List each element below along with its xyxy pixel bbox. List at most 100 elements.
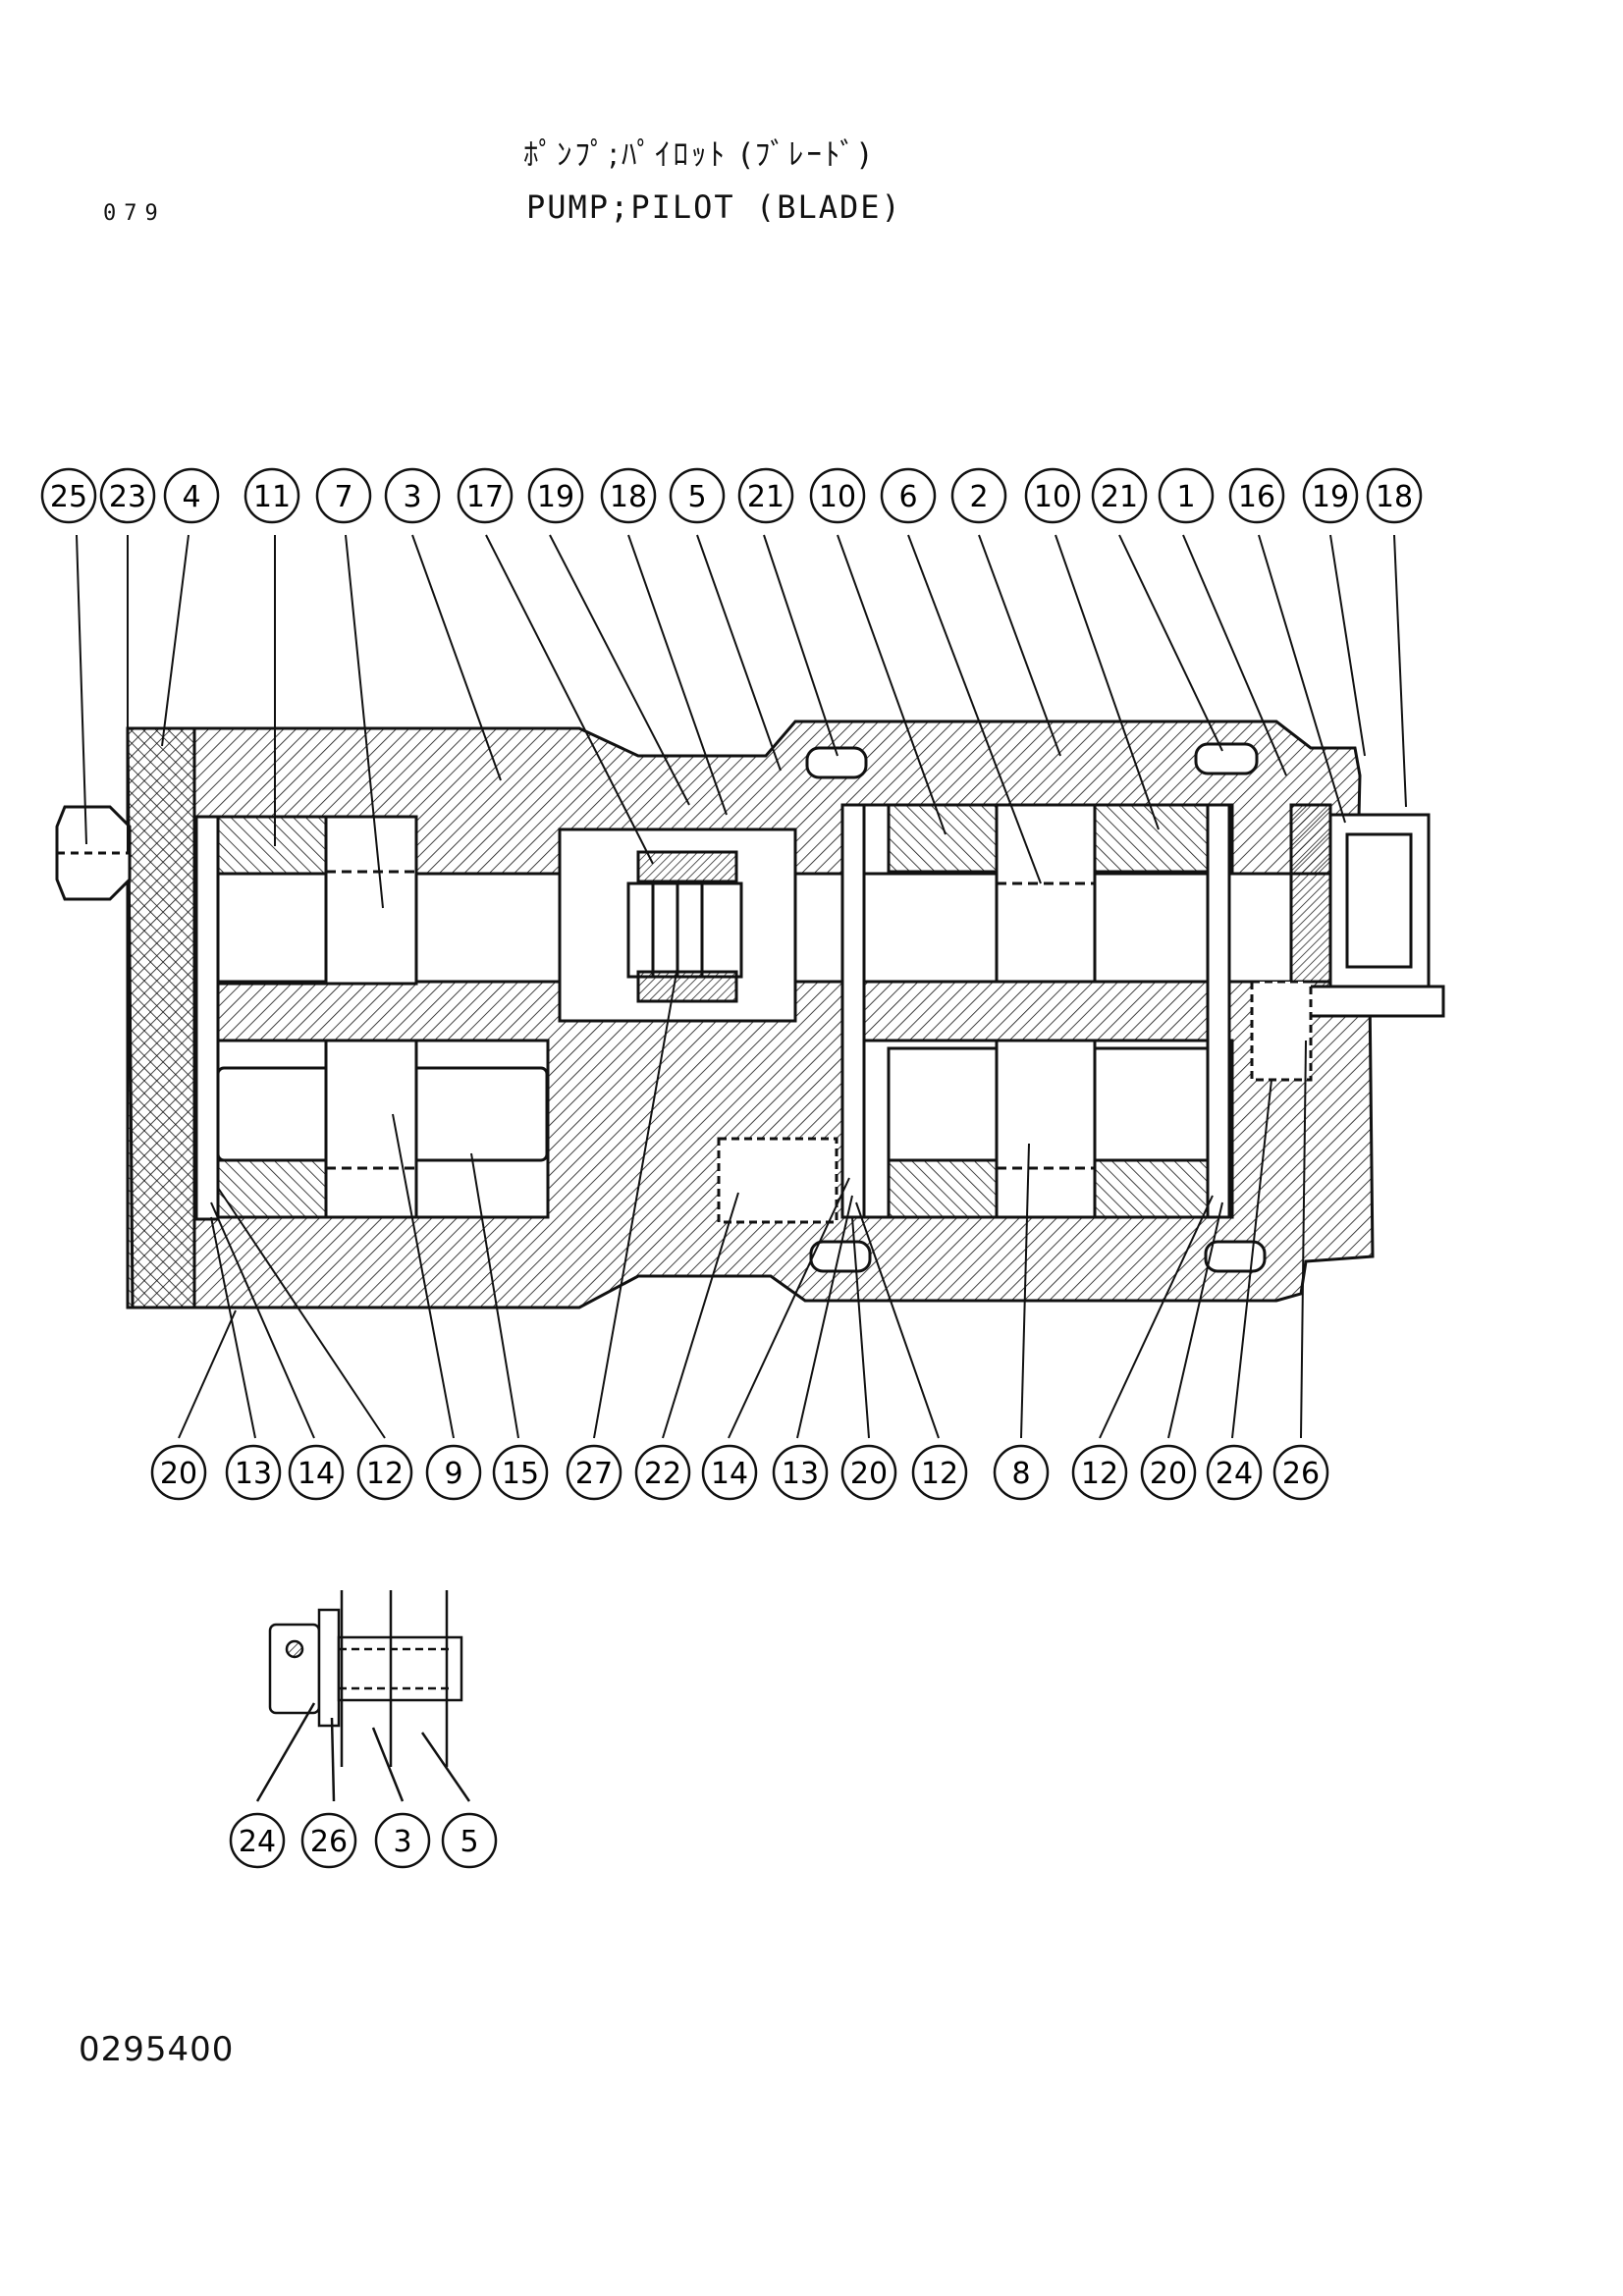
callout-10: 10 <box>1024 467 1081 524</box>
leader-lines-bottom <box>178 966 1307 1439</box>
title-english: PUMP;PILOT (BLADE) <box>526 188 902 226</box>
callout-label: 3 <box>393 1825 411 1859</box>
callout-label: 21 <box>1101 480 1138 514</box>
callout-label: 23 <box>109 480 146 514</box>
bushing-front-top <box>216 815 328 876</box>
callout-20: 20 <box>150 1444 207 1501</box>
callout-label: 19 <box>537 480 574 514</box>
callout-14: 14 <box>701 1444 758 1501</box>
callout-21: 21 <box>1091 467 1148 524</box>
drawing-number: 0295400 <box>79 2030 235 2069</box>
callout-label: 8 <box>1011 1457 1030 1491</box>
callout-20: 20 <box>840 1444 897 1501</box>
callout-24: 24 <box>1206 1444 1263 1501</box>
callout-21: 21 <box>737 467 794 524</box>
detail-washer <box>317 1608 341 1728</box>
callout-16: 16 <box>1228 467 1285 524</box>
callout-3: 3 <box>384 467 441 524</box>
callout-label: 20 <box>160 1457 197 1491</box>
callout-23: 23 <box>99 467 156 524</box>
side-plate-mid <box>840 803 866 1219</box>
callout-label: 24 <box>1216 1457 1253 1491</box>
dowel-pin-top-right <box>1194 742 1259 775</box>
hex-nut <box>55 805 132 901</box>
bushing-rear-bottom-2 <box>1093 1158 1210 1219</box>
callout-label: 15 <box>502 1457 539 1491</box>
gear-6 <box>995 803 1097 984</box>
callout-12: 12 <box>1071 1444 1128 1501</box>
callout-26: 26 <box>1272 1444 1329 1501</box>
callout-label: 26 <box>1282 1457 1320 1491</box>
callout-label: 9 <box>444 1457 462 1491</box>
callout-label: 5 <box>460 1825 478 1859</box>
callout-label: 27 <box>575 1457 613 1491</box>
detail-view <box>255 1590 471 1802</box>
callout-label: 20 <box>1150 1457 1187 1491</box>
callout-3: 3 <box>374 1812 431 1869</box>
callout-14: 14 <box>288 1444 345 1501</box>
callout-label: 21 <box>747 480 784 514</box>
callout-label: 18 <box>1376 480 1413 514</box>
callout-18: 18 <box>600 467 657 524</box>
detail-screw-body <box>337 1635 463 1702</box>
callout-1: 1 <box>1158 467 1215 524</box>
callout-label: 12 <box>921 1457 958 1491</box>
detail-screw-head <box>268 1623 321 1715</box>
callout-22: 22 <box>634 1444 691 1501</box>
callout-label: 13 <box>782 1457 819 1491</box>
callout-25: 25 <box>40 467 97 524</box>
callout-label: 19 <box>1312 480 1349 514</box>
page-code: 079 <box>103 201 166 226</box>
callout-20: 20 <box>1140 1444 1197 1501</box>
callout-24: 24 <box>229 1812 286 1869</box>
rear-seal <box>1289 803 1332 993</box>
callout-label: 11 <box>253 480 291 514</box>
callout-15: 15 <box>492 1444 549 1501</box>
callout-5: 5 <box>441 1812 498 1869</box>
callout-9: 9 <box>425 1444 482 1501</box>
callouts-detail: 24 26 3 5 <box>229 1812 498 1869</box>
callout-19: 19 <box>1302 467 1359 524</box>
callout-8: 8 <box>993 1444 1050 1501</box>
callout-label: 16 <box>1238 480 1275 514</box>
callout-label: 24 <box>239 1825 276 1859</box>
callout-13: 13 <box>772 1444 829 1501</box>
side-plate-rear <box>1206 803 1231 1219</box>
callout-12: 12 <box>911 1444 968 1501</box>
callout-27: 27 <box>566 1444 622 1501</box>
screw <box>1250 980 1313 1082</box>
callout-label: 10 <box>1034 480 1071 514</box>
callout-17: 17 <box>457 467 514 524</box>
callout-label: 18 <box>610 480 647 514</box>
callout-19: 19 <box>527 467 584 524</box>
callout-label: 12 <box>1081 1457 1118 1491</box>
pump-housing <box>55 720 1445 1309</box>
callout-label: 5 <box>687 480 706 514</box>
coupling <box>626 881 743 979</box>
callout-11: 11 <box>243 467 300 524</box>
title-japanese: ﾎﾟﾝﾌﾟ;ﾊﾟｲﾛｯﾄ (ﾌﾞﾚｰﾄﾞ) <box>523 137 873 173</box>
callout-5: 5 <box>669 467 726 524</box>
side-plate-front <box>194 815 220 1221</box>
callout-10: 10 <box>809 467 866 524</box>
gear-9 <box>324 1039 418 1219</box>
callout-label: 7 <box>334 480 352 514</box>
bushing-rear-top-2 <box>1093 803 1210 874</box>
callout-label: 10 <box>819 480 856 514</box>
callout-label: 13 <box>235 1457 272 1491</box>
callout-label: 22 <box>644 1457 681 1491</box>
passage <box>717 1137 839 1224</box>
bushing-rear-top <box>887 803 1003 874</box>
callout-label: 4 <box>182 480 200 514</box>
callout-2: 2 <box>950 467 1007 524</box>
callout-label: 17 <box>466 480 504 514</box>
callout-label: 1 <box>1176 480 1195 514</box>
callout-26: 26 <box>300 1812 357 1869</box>
callout-label: 14 <box>711 1457 748 1491</box>
callout-12: 12 <box>356 1444 413 1501</box>
leader-lines-top <box>76 534 1407 909</box>
callout-18: 18 <box>1366 467 1423 524</box>
coupling-ring-top <box>636 850 738 883</box>
